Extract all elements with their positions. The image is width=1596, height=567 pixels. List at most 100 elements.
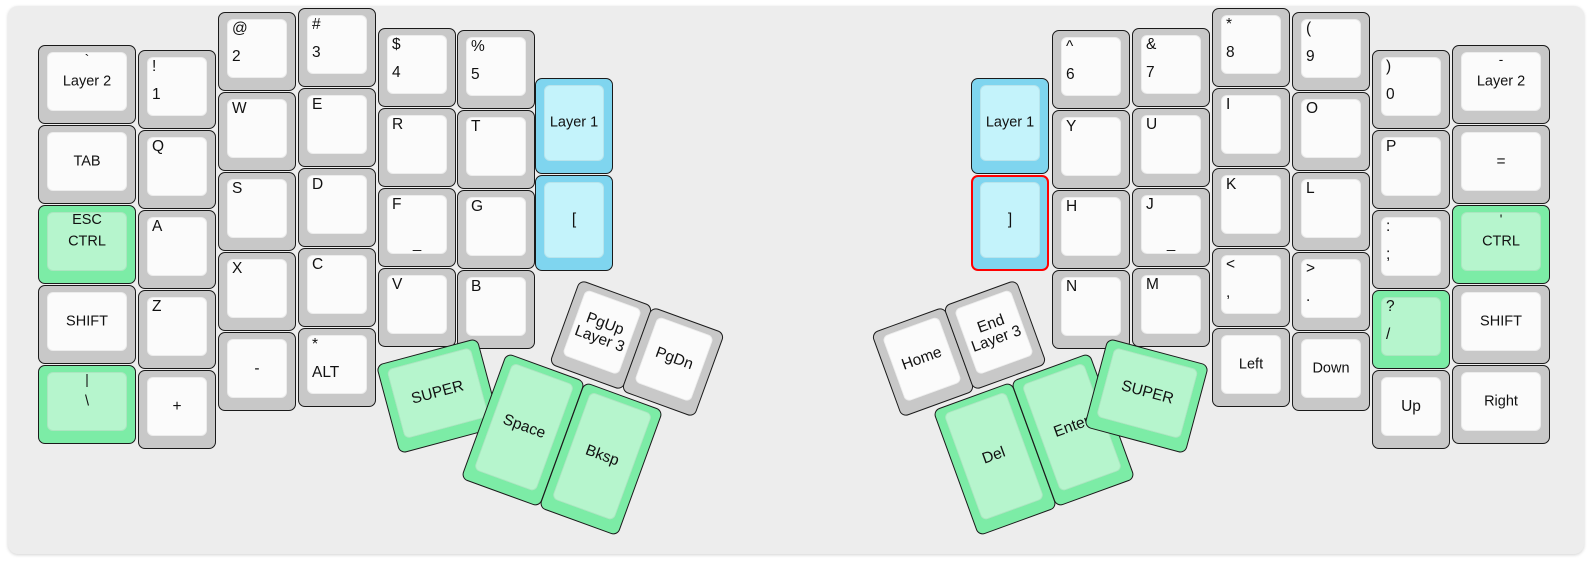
key-0-paren[interactable]: )0 [1372, 50, 1450, 129]
key-ctrl-quote[interactable]: 'CTRL [1452, 205, 1550, 284]
key-right[interactable]: Right [1452, 365, 1550, 444]
key-legends: @2 [227, 19, 287, 78]
key-surface [387, 115, 447, 174]
key-h[interactable]: H [1052, 190, 1130, 269]
key-surface [387, 195, 447, 254]
key-semicolon[interactable]: :; [1372, 210, 1450, 289]
key-w[interactable]: W [218, 92, 296, 171]
key-legend-main: 3 [312, 43, 321, 61]
key-pipe-backslash[interactable]: |\ [38, 365, 136, 444]
key-f[interactable]: F_ [378, 188, 456, 267]
key-legend-top: H [1066, 198, 1078, 215]
key-plus[interactable]: + [138, 370, 216, 449]
key-surface [147, 297, 207, 356]
key-surface [1381, 217, 1441, 276]
key-3-hash[interactable]: #3 [298, 8, 376, 87]
key-bracket-left[interactable]: [ [535, 175, 613, 271]
key-left[interactable]: Left [1212, 328, 1290, 407]
key-legends: )0 [1381, 57, 1441, 116]
key-layer2-grave[interactable]: `Layer 2 [38, 45, 136, 124]
key-legend-main: PgDn [653, 343, 696, 374]
key-tab[interactable]: TAB [38, 125, 136, 204]
key-legends: Left [1221, 335, 1281, 394]
key-legend-top: P [1386, 138, 1397, 155]
key-layer2-minus-right[interactable]: -Layer 2 [1452, 45, 1550, 124]
key-2-at[interactable]: @2 [218, 12, 296, 91]
key-surface [1381, 57, 1441, 116]
key-comma-lt[interactable]: <, [1212, 248, 1290, 327]
key-period-gt[interactable]: >. [1292, 252, 1370, 331]
key-legends: !1 [147, 57, 207, 116]
key-7-amp[interactable]: &7 [1132, 28, 1210, 107]
key-5-percent[interactable]: %5 [457, 30, 535, 109]
key-surface [466, 277, 526, 336]
key-p[interactable]: P [1372, 130, 1450, 209]
key-d[interactable]: D [298, 168, 376, 247]
key-surface [47, 372, 127, 431]
key-1-bang[interactable]: !1 [138, 50, 216, 129]
key-surface [227, 19, 287, 78]
key-i[interactable]: I [1212, 88, 1290, 167]
key-6-caret[interactable]: ^6 [1052, 30, 1130, 109]
key-shift[interactable]: SHIFT [38, 285, 136, 364]
key-surface [1381, 137, 1441, 196]
key-a[interactable]: A [138, 210, 216, 289]
key-legends: J_ [1141, 195, 1201, 254]
key-q[interactable]: Q [138, 130, 216, 209]
key-y[interactable]: Y [1052, 110, 1130, 189]
key-surface [307, 335, 367, 394]
key-slash-question[interactable]: ?/ [1372, 290, 1450, 369]
key-down[interactable]: Down [1292, 332, 1370, 411]
key-n[interactable]: N [1052, 270, 1130, 349]
key-shift-right[interactable]: SHIFT [1452, 285, 1550, 364]
key-r[interactable]: R [378, 108, 456, 187]
key-legends: #3 [307, 15, 367, 74]
key-4-dollar[interactable]: $4 [378, 28, 456, 107]
key-l[interactable]: L [1292, 172, 1370, 251]
key-legend-main: Bksp [583, 441, 622, 470]
key-legends: D [307, 175, 367, 234]
key-o[interactable]: O [1292, 92, 1370, 171]
key-b[interactable]: B [457, 270, 535, 349]
key-legend-top: Y [1066, 118, 1077, 135]
key-t[interactable]: T [457, 110, 535, 189]
key-legends: ?/ [1381, 297, 1441, 356]
key-layer1-right[interactable]: Layer 1 [971, 78, 1049, 174]
key-9-paren[interactable]: (9 [1292, 12, 1370, 91]
key-equals[interactable]: = [1452, 125, 1550, 204]
key-legend-main: Layer 2 [1476, 72, 1526, 89]
key-up[interactable]: Up [1372, 370, 1450, 449]
key-c[interactable]: C [298, 248, 376, 327]
key-bracket-right[interactable]: ] [971, 175, 1049, 271]
key-surface [544, 85, 604, 161]
key-legends: >. [1301, 259, 1361, 318]
key-k[interactable]: K [1212, 168, 1290, 247]
key-minus[interactable]: - [218, 332, 296, 411]
key-u[interactable]: U [1132, 108, 1210, 187]
key-alt-star[interactable]: *ALT [298, 328, 376, 407]
key-layer1-left[interactable]: Layer 1 [535, 78, 613, 174]
key-legends: 'CTRL [1461, 212, 1541, 271]
key-v[interactable]: V [378, 268, 456, 347]
key-surface [47, 212, 127, 271]
key-e[interactable]: E [298, 88, 376, 167]
key-legends: ^6 [1061, 37, 1121, 96]
key-legend-main: . [1306, 287, 1311, 305]
key-z[interactable]: Z [138, 290, 216, 369]
key-x[interactable]: X [218, 252, 296, 331]
key-m[interactable]: M [1132, 268, 1210, 347]
key-legend-main: TAB [73, 152, 101, 169]
key-legends: |\ [47, 372, 127, 431]
key-g[interactable]: G [457, 190, 535, 269]
key-s[interactable]: S [218, 172, 296, 251]
key-surface [307, 255, 367, 314]
key-legend-main: + [172, 397, 182, 415]
key-legend-main: SUPER [1119, 377, 1176, 408]
key-j[interactable]: J_ [1132, 188, 1210, 267]
key-8-star[interactable]: *8 [1212, 8, 1290, 87]
key-legends: F_ [387, 195, 447, 254]
key-surface [1141, 275, 1201, 334]
key-legends: O [1301, 99, 1361, 158]
